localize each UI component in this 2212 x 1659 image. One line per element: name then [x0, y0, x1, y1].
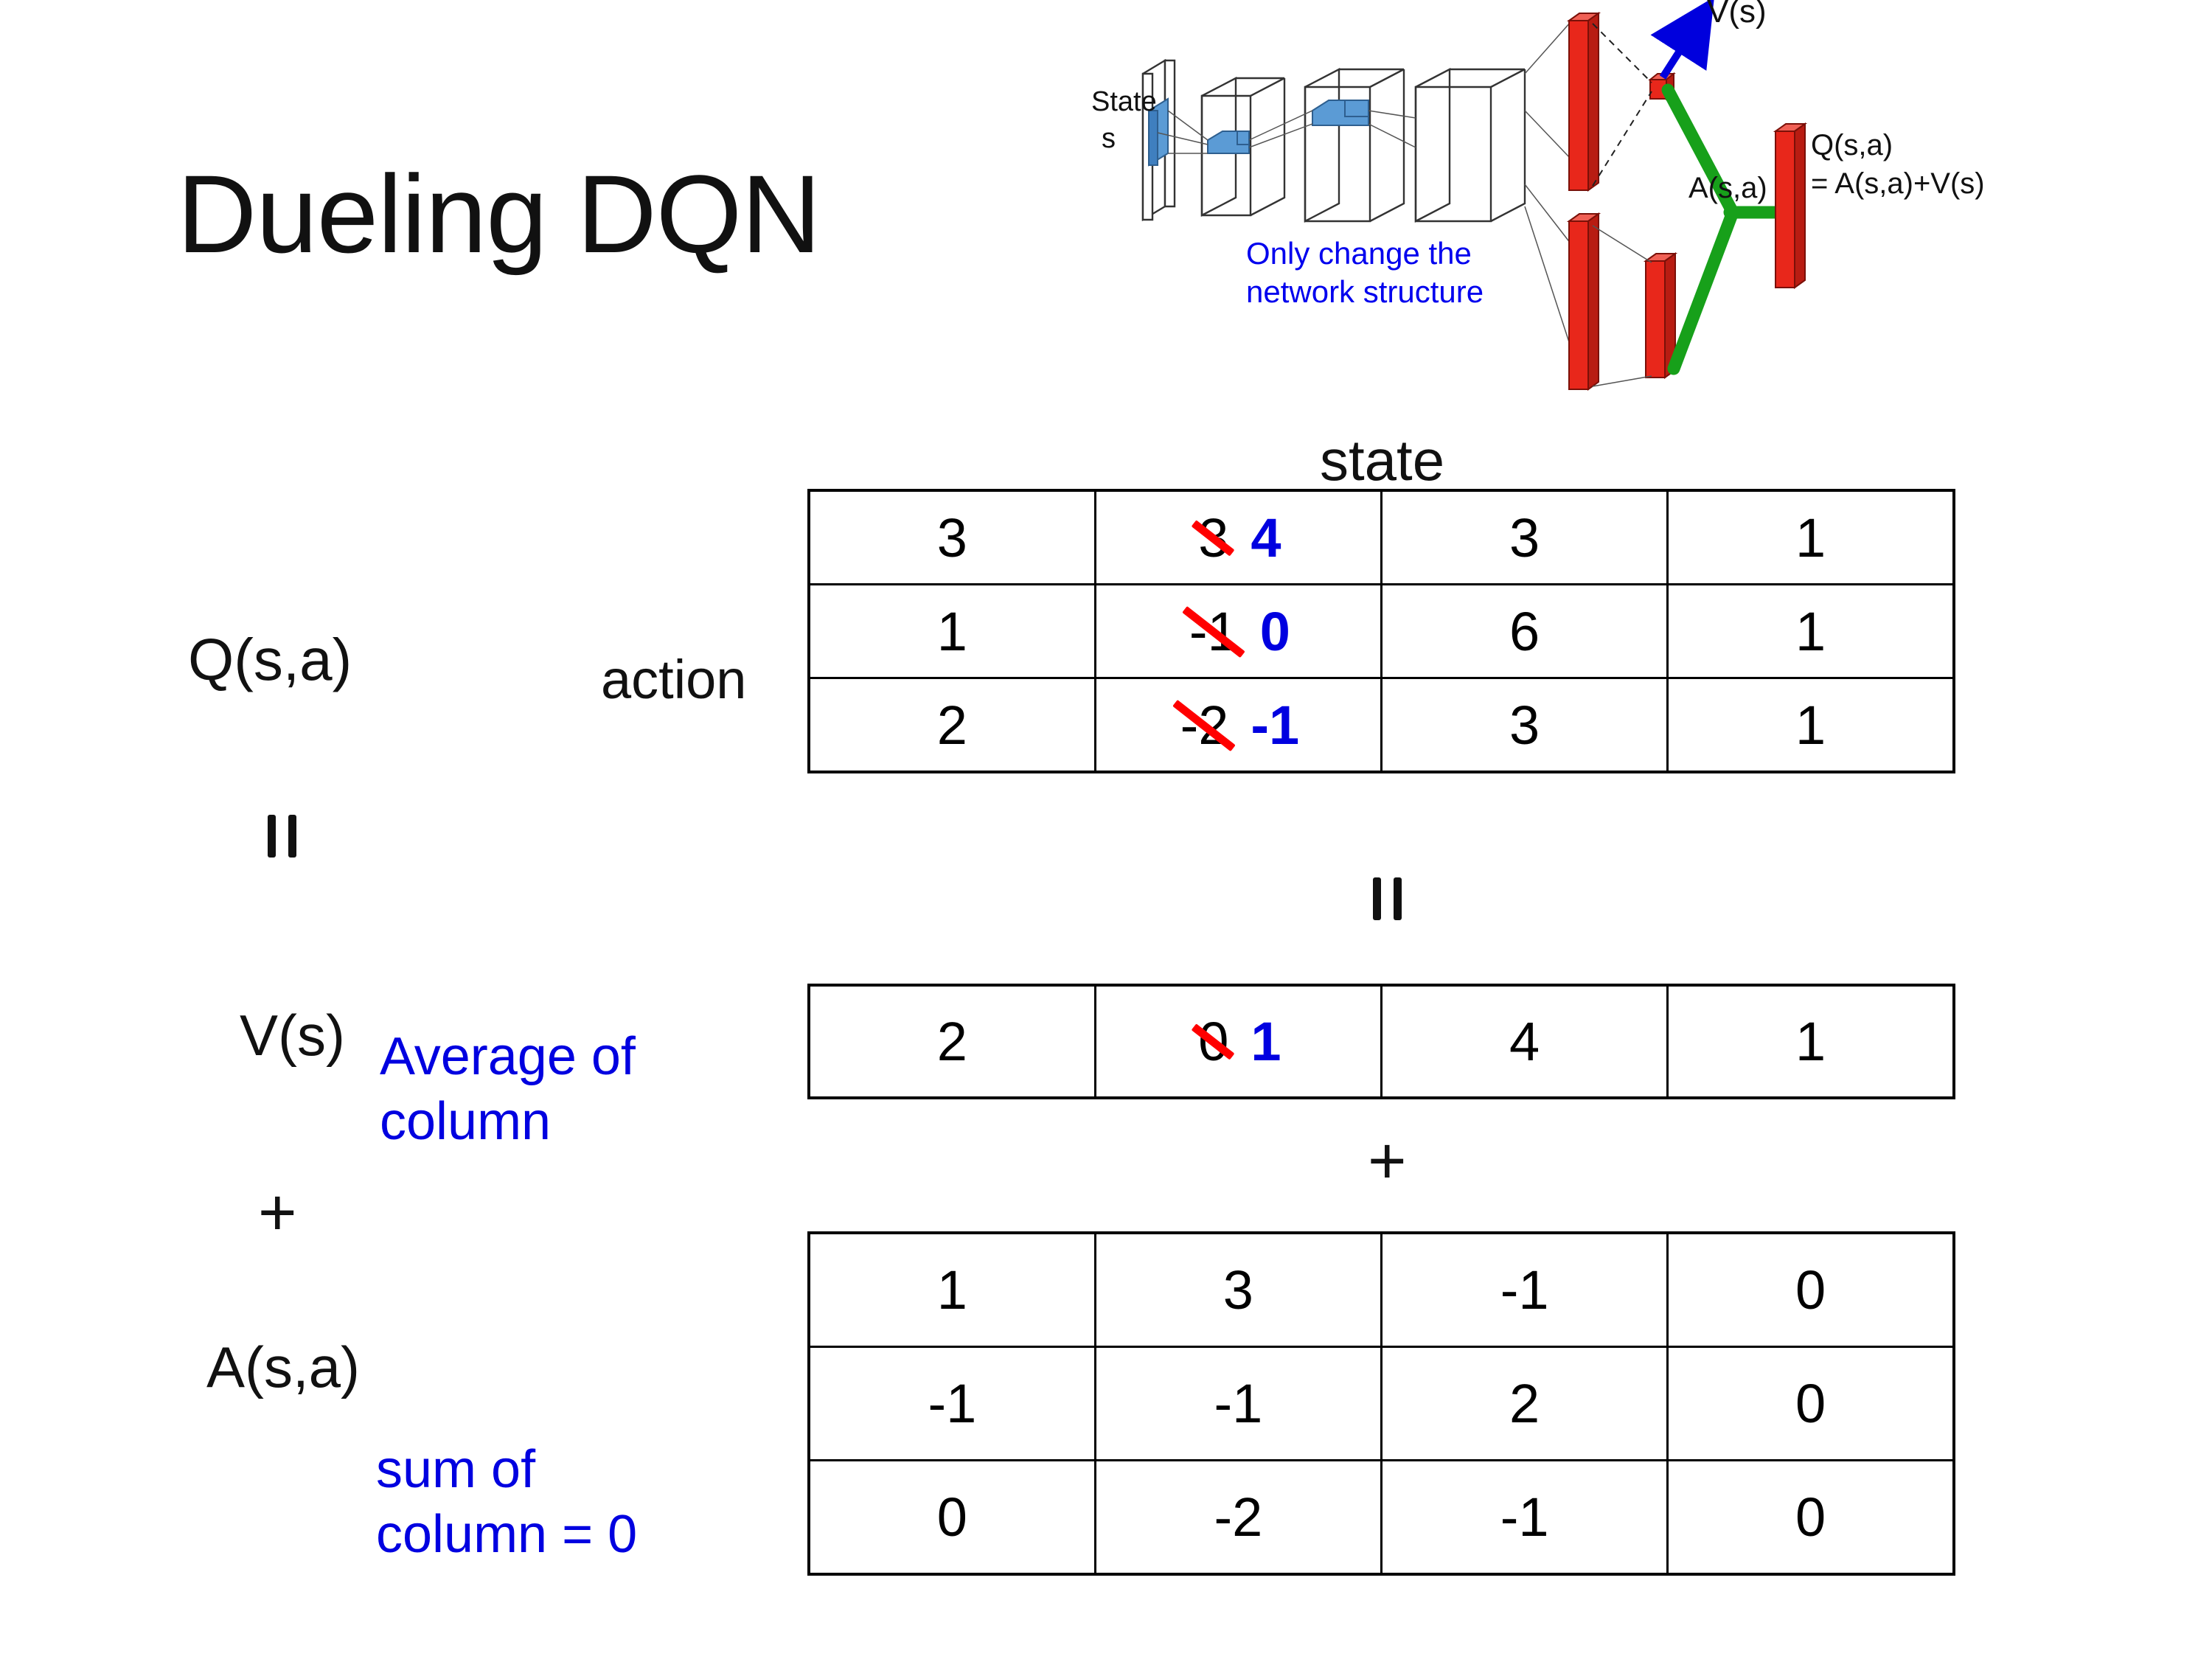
cell-value: 4 [1509, 1011, 1540, 1072]
table-cell: -1 0 [1093, 583, 1383, 679]
diagram-note-line1: Only change the [1246, 236, 1472, 271]
diagram-state-label-line1: State [1091, 86, 1157, 117]
cell-old-value-struck: 0 [1195, 1015, 1231, 1069]
table-cell: 0 [1666, 1231, 1955, 1348]
cell-value: 3 [936, 507, 967, 568]
table-cell: 3 [1093, 1231, 1383, 1348]
cell-value: 3 [1509, 507, 1540, 568]
table-cell: 2 [1380, 1346, 1669, 1461]
cell-value: 1 [936, 1259, 967, 1321]
cell-value: 2 [936, 694, 967, 756]
table-cell: 4 [1380, 984, 1669, 1099]
cell-value: 1 [1795, 1011, 1826, 1072]
table-cell: 1 [1666, 984, 1955, 1099]
cell-value: 1 [1795, 694, 1826, 756]
note-average-of-column: Average of column [380, 1027, 636, 1151]
cell-value: 0 [1795, 1486, 1826, 1548]
diagram-value-label: V(s) [1707, 0, 1767, 29]
cell-value: 2 [1509, 1373, 1540, 1434]
cell-value: -1 [928, 1373, 977, 1434]
table-cell: 0 [1666, 1459, 1955, 1576]
note-sum-of-column: sum of column = 0 [376, 1440, 638, 1564]
cell-value: 1 [936, 600, 967, 662]
cell-old-value-struck: 3 [1195, 510, 1231, 566]
table-row: 1 -1 0 6 1 [807, 583, 1955, 679]
table-cell: 6 [1380, 583, 1669, 679]
table-cell: 1 [807, 583, 1096, 679]
diagram-advantage-label: A(s,a) [1688, 172, 1767, 204]
plus-sign-middle: + [1368, 1124, 1407, 1198]
table-cell: -2 [1093, 1459, 1383, 1576]
diagram-q-label-line2: = A(s,a)+V(s) [1811, 167, 1985, 200]
cell-value: -1 [1500, 1259, 1549, 1321]
cell-old-value-struck: -1 [1186, 604, 1241, 659]
q-function-label: Q(s,a) [188, 627, 352, 692]
table-cell: 1 [1666, 583, 1955, 679]
state-axis-label: state [1320, 428, 1445, 493]
equals-sign-left [268, 815, 296, 861]
table-cell: -2 -1 [1093, 677, 1383, 773]
table-cell: 3 [1380, 677, 1669, 773]
table-row: 1 3 -1 0 [807, 1231, 1955, 1348]
plus-sign-left: + [258, 1176, 297, 1250]
table-cell: -1 [1093, 1346, 1383, 1461]
cell-new-value: -1 [1251, 694, 1300, 756]
cell-value: -2 [1214, 1486, 1263, 1548]
table-cell: -1 [807, 1346, 1096, 1461]
dueling-network-diagram: State s V(s) A(s,a) Q(s,a) = A(s,a)+V(s)… [1091, 0, 2212, 413]
table-cell: 1 [1666, 489, 1955, 585]
equals-sign-middle [1373, 877, 1402, 924]
table-cell: 3 [807, 489, 1096, 585]
cell-new-value: 0 [1259, 600, 1290, 662]
table-cell: 2 [807, 984, 1096, 1099]
diagram-q-label-line1: Q(s,a) [1811, 129, 1893, 161]
diagram-state-label-line2: s [1102, 123, 1116, 154]
cell-new-value: 4 [1251, 507, 1281, 568]
table-row: -1 -1 2 0 [807, 1346, 1955, 1461]
cell-value: 3 [1222, 1259, 1253, 1321]
table-cell: 2 [807, 677, 1096, 773]
cell-value: 0 [936, 1486, 967, 1548]
table-cell: 0 [807, 1459, 1096, 1576]
cell-new-value: 1 [1251, 1011, 1281, 1072]
table-cell: 1 [1666, 677, 1955, 773]
table-cell: 1 [807, 1231, 1096, 1348]
cell-value: 0 [1795, 1373, 1826, 1434]
cell-value: 1 [1795, 507, 1826, 568]
table-cell: 3 [1380, 489, 1669, 585]
table-row: 2 -2 -1 3 1 [807, 677, 1955, 773]
cell-value: 1 [1795, 600, 1826, 662]
cell-value: 3 [1509, 694, 1540, 756]
cell-value: -1 [1500, 1486, 1549, 1548]
diagram-note-line2: network structure [1246, 274, 1484, 309]
cell-value: 2 [936, 1011, 967, 1072]
cell-value: 0 [1795, 1259, 1826, 1321]
page-title: Dueling DQN [177, 152, 821, 276]
a-function-label: A(s,a) [206, 1335, 361, 1399]
cell-value: 6 [1509, 600, 1540, 662]
a-value-table: 1 3 -1 0 -1 -1 2 0 0 -2 -1 0 [807, 1231, 1955, 1576]
cell-value: -1 [1214, 1373, 1263, 1434]
table-cell: -1 [1380, 1231, 1669, 1348]
table-cell: -1 [1380, 1459, 1669, 1576]
action-axis-label: action [601, 649, 747, 710]
cell-old-value-struck: -2 [1178, 698, 1232, 753]
v-function-label: V(s) [240, 1003, 345, 1068]
table-cell: 0 [1666, 1346, 1955, 1461]
table-row: 0 -2 -1 0 [807, 1459, 1955, 1576]
